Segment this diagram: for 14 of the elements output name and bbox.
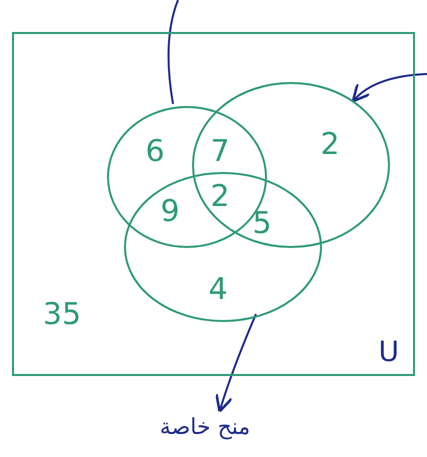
region-count: 2 bbox=[210, 182, 230, 212]
annotation-text: منح خاصة bbox=[158, 414, 252, 442]
leader-line bbox=[168, 0, 179, 104]
region-count: 5 bbox=[252, 209, 272, 239]
arrow bbox=[215, 314, 257, 413]
region-count: 35 bbox=[42, 300, 82, 330]
universe-rectangle bbox=[12, 32, 415, 376]
region-count: 6 bbox=[145, 137, 165, 167]
region-count: 9 bbox=[160, 197, 180, 227]
arrow bbox=[352, 73, 427, 102]
region-count: 7 bbox=[210, 137, 230, 167]
region-count: 2 bbox=[320, 130, 340, 160]
region-count: 4 bbox=[208, 275, 228, 305]
set-name: U bbox=[378, 335, 399, 368]
